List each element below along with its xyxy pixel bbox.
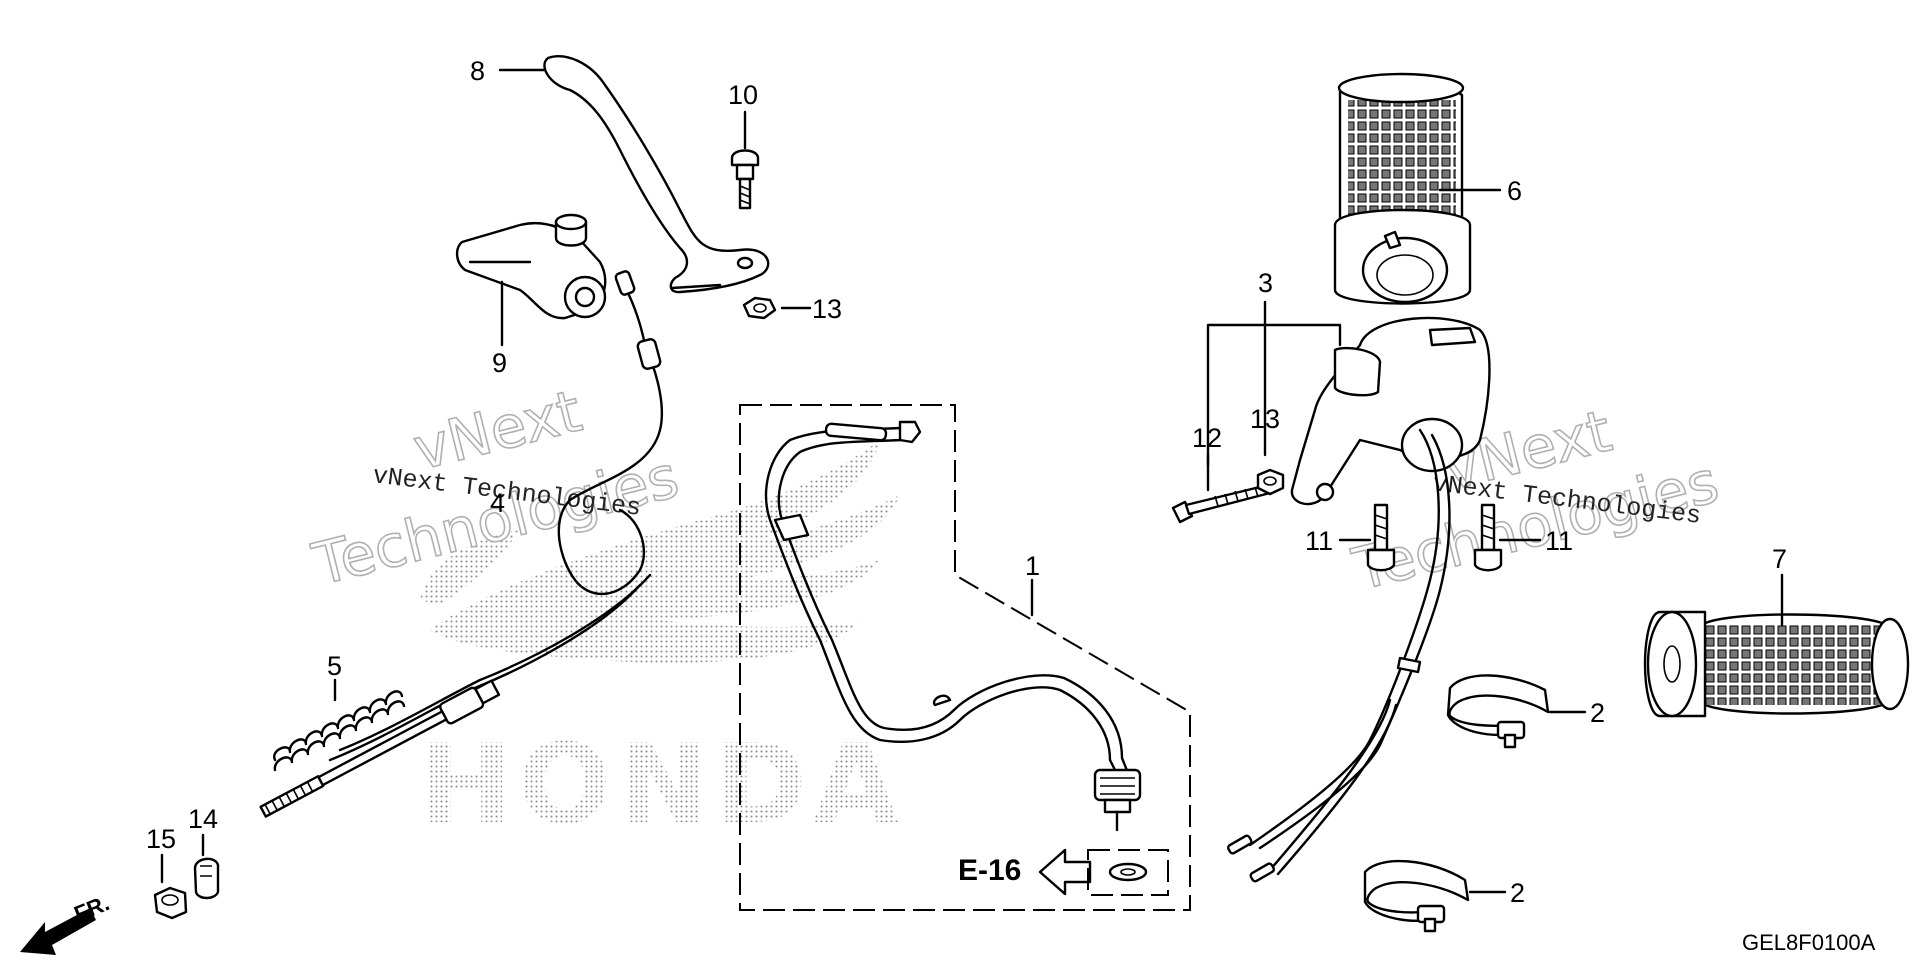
- part-2-band-lower[interactable]: [1363, 859, 1470, 933]
- drawing-code: GEL8F0100A: [1742, 930, 1876, 955]
- direction-arrow: FR.: [20, 890, 113, 955]
- callout-13-left: 13: [812, 294, 842, 324]
- callout-8: 8: [470, 56, 485, 86]
- callout-2-upper: 2: [1590, 698, 1605, 728]
- callout-10: 10: [728, 80, 758, 110]
- callout-5: 5: [327, 651, 342, 681]
- part-13-nut-right[interactable]: [1256, 468, 1285, 496]
- callout-11-left: 11: [1305, 526, 1333, 556]
- callout-13-right: 13: [1250, 404, 1280, 434]
- part-2-band-upper[interactable]: [1446, 674, 1550, 749]
- callout-2-lower: 2: [1510, 878, 1525, 908]
- part-8-lever[interactable]: [543, 55, 770, 294]
- reference-e16: E-16: [958, 848, 1169, 896]
- part-3-switch-housing[interactable]: [1290, 316, 1491, 506]
- part-7-grip[interactable]: [1643, 610, 1910, 718]
- part-15-nut[interactable]: [153, 886, 188, 920]
- part-1-throttle-cable[interactable]: [764, 420, 1142, 832]
- callout-3: 3: [1258, 268, 1273, 298]
- part-6-grip[interactable]: [1333, 72, 1472, 305]
- part-5-spring[interactable]: [273, 690, 406, 772]
- callout-15: 15: [146, 824, 176, 854]
- direction-label: FR.: [71, 890, 113, 926]
- callout-14: 14: [188, 804, 218, 834]
- part-11-screw-left[interactable]: [1366, 503, 1396, 572]
- callout-11-right: 11: [1545, 526, 1573, 556]
- callout-12: 12: [1192, 423, 1222, 453]
- callout-6: 6: [1507, 176, 1522, 206]
- part-10-bolt[interactable]: [730, 149, 760, 210]
- part-14-clip[interactable]: [193, 857, 220, 900]
- brand-watermark: HONDA: [420, 720, 904, 848]
- callout-7: 7: [1772, 544, 1787, 574]
- assembly-outline-1: [739, 404, 1191, 911]
- callout-9: 9: [492, 348, 507, 378]
- switch-wiring[interactable]: [1227, 428, 1451, 883]
- part-12-bolt[interactable]: [1171, 483, 1272, 524]
- callout-4: 4: [490, 488, 505, 518]
- part-9-lever-bracket[interactable]: [455, 213, 607, 320]
- callout-labels: 1 2 2 3 4 5 6 7 8 9 10 11 11 12 13 13 14…: [146, 56, 1787, 908]
- callout-1: 1: [1025, 551, 1040, 581]
- honda-wing-logo: [420, 440, 900, 663]
- part-13-nut-left[interactable]: [742, 296, 777, 320]
- reference-label: E-16: [958, 854, 1021, 887]
- part-11-screw-right[interactable]: [1473, 503, 1503, 572]
- part-4-cable[interactable]: [258, 270, 663, 821]
